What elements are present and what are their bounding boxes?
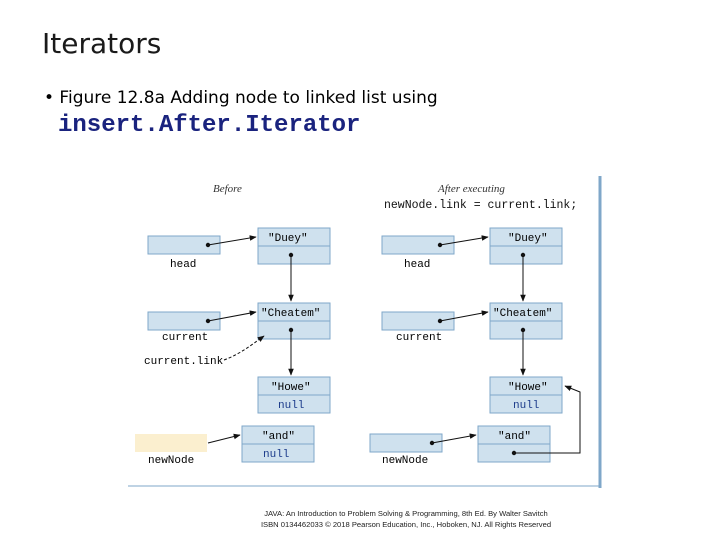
before-current-var: current xyxy=(147,311,221,344)
after-and-text: "and" xyxy=(498,431,531,443)
after-label: After executing xyxy=(437,183,505,195)
after-head-label: head xyxy=(404,259,430,271)
after-code: newNode.link = current.link; xyxy=(384,199,577,212)
before-node-duey: "Duey" xyxy=(257,227,331,265)
figure-svg: Before After executing newNode.link = cu… xyxy=(128,170,606,488)
before-and-text: "and" xyxy=(262,431,295,443)
before-head-label: head xyxy=(170,259,196,271)
before-duey-text: "Duey" xyxy=(268,233,308,245)
before-howe-text: "Howe" xyxy=(271,382,311,394)
caption-line-2: ISBN 0134462033 © 2018 Pearson Education… xyxy=(260,520,552,529)
before-node-cheatem: "Cheatem" xyxy=(257,302,331,340)
after-howe-text: "Howe" xyxy=(508,382,548,394)
after-newnode-var: newNode xyxy=(369,433,443,467)
after-duey-text: "Duey" xyxy=(508,233,548,245)
before-current-link-label: current.link xyxy=(144,356,224,368)
before-newnode-label: newNode xyxy=(148,455,194,467)
after-cheatem-text: "Cheatem" xyxy=(493,308,552,320)
before-cheatem-text: "Cheatem" xyxy=(261,308,320,320)
after-arrow-and-howe xyxy=(514,385,581,454)
caption-line-1: JAVA: An Introduction to Problem Solving… xyxy=(264,509,548,518)
code-title: insert.After.Iterator xyxy=(58,112,361,139)
before-node-howe: "Howe" null xyxy=(257,376,331,414)
after-current-var: current xyxy=(381,311,455,344)
before-arrow-newnode xyxy=(207,433,241,444)
linked-list-figure: Before After executing newNode.link = cu… xyxy=(128,170,606,488)
caption: JAVA: An Introduction to Problem Solving… xyxy=(196,508,616,530)
after-arrow-current xyxy=(439,310,489,322)
after-node-howe: "Howe" null xyxy=(489,376,563,414)
after-node-duey: "Duey" xyxy=(489,227,563,265)
before-arrow-current-link xyxy=(223,335,265,361)
after-node-cheatem: "Cheatem" xyxy=(489,302,563,340)
after-current-label: current xyxy=(396,332,442,344)
before-arrow-current xyxy=(207,310,257,322)
bullet-text: • Figure 12.8a Adding node to linked lis… xyxy=(44,88,438,108)
after-howe-null: null xyxy=(513,400,539,412)
after-head-var: head xyxy=(381,235,455,271)
before-howe-null: null xyxy=(278,400,304,412)
before-and-null: null xyxy=(263,449,289,461)
after-arrow-head xyxy=(439,235,489,246)
before-label: Before xyxy=(213,183,242,195)
before-node-and: "and" null xyxy=(241,425,315,463)
before-arrow-head xyxy=(207,235,257,246)
after-node-and: "and" xyxy=(477,425,551,463)
before-newnode-var: newNode xyxy=(135,434,207,467)
before-current-label: current xyxy=(162,332,208,344)
slide-title: Iterators xyxy=(42,27,162,60)
after-newnode-label: newNode xyxy=(382,455,428,467)
after-arrow-newnode xyxy=(431,433,477,444)
before-head-var: head xyxy=(147,235,221,271)
